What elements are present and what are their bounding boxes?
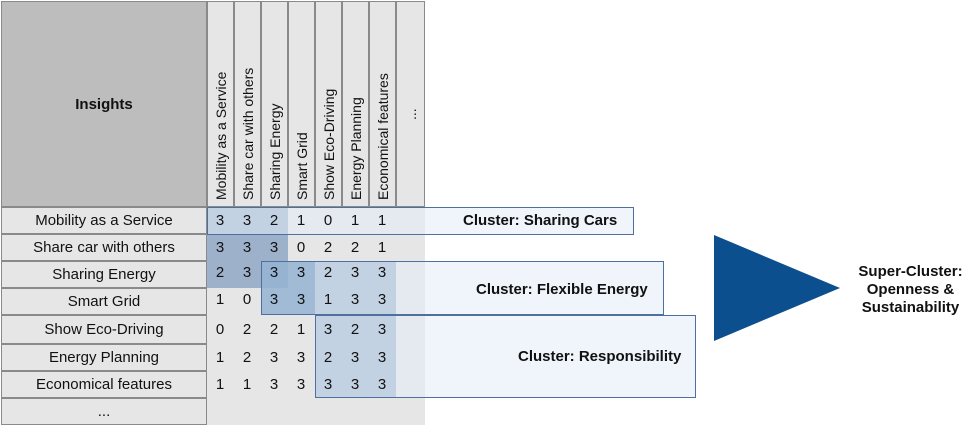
matrix-cell-value: 3 (296, 349, 306, 366)
matrix-cell-value: 1 (215, 291, 225, 308)
super-cluster-line3: Sustainability (861, 299, 960, 316)
column-header: Sharing Energy (261, 1, 288, 207)
super-cluster-line1: Super-Cluster: (858, 263, 963, 280)
column-header-label: Share car with others (239, 67, 256, 200)
matrix-cell-value: 3 (215, 239, 225, 256)
column-header-label: Economical features (374, 73, 391, 200)
column-header-label: Smart Grid (293, 132, 310, 200)
matrix-cell-value: 3 (377, 376, 387, 393)
row-header: Energy Planning (1, 344, 207, 371)
matrix-cell-value: 3 (323, 321, 333, 338)
matrix-cell-value: 2 (269, 212, 279, 229)
matrix-cell-value: 3 (242, 239, 252, 256)
matrix-cell-value: 2 (350, 239, 360, 256)
matrix-cell-value: 3 (350, 291, 360, 308)
matrix-cell-value: 3 (350, 376, 360, 393)
row-header: Smart Grid (1, 288, 207, 315)
matrix-cell-value: 3 (296, 264, 306, 281)
column-header: ... (396, 1, 425, 207)
row-header: Show Eco-Driving (1, 315, 207, 344)
matrix-cell-value: 3 (269, 291, 279, 308)
matrix-cell-value: 2 (269, 321, 279, 338)
column-header-label: Energy Planning (347, 97, 364, 200)
matrix-cell-value: 1 (296, 212, 306, 229)
column-header: Mobility as a Service (207, 1, 234, 207)
row-header: ... (1, 398, 207, 425)
column-header: Economical features (369, 1, 396, 207)
cluster-box-responsibility (315, 315, 696, 398)
matrix-cell-value: 1 (296, 321, 306, 338)
matrix-cell-value: 2 (323, 349, 333, 366)
matrix-cell-value: 3 (269, 376, 279, 393)
matrix-cell-value: 3 (377, 349, 387, 366)
matrix-cell-value: 3 (269, 239, 279, 256)
column-header-label: Show Eco-Driving (320, 88, 337, 200)
super-cluster-label: Super-Cluster: Openness & Sustainability (843, 263, 978, 317)
row-header-label: ... (97, 403, 111, 420)
matrix-cell-value: 2 (215, 264, 225, 281)
matrix-cell-value: 0 (296, 239, 306, 256)
cluster-box-flexible-energy (261, 261, 664, 315)
matrix-cell-value: 3 (269, 349, 279, 366)
matrix-cell-value: 1 (323, 291, 333, 308)
matrix-cell-value: 2 (242, 349, 252, 366)
matrix-cell-value: 1 (215, 376, 225, 393)
matrix-cell-value: 2 (323, 239, 333, 256)
matrix-cell-value: 1 (350, 212, 360, 229)
row-header: Share car with others (1, 234, 207, 261)
row-header-label: Mobility as a Service (35, 212, 173, 229)
matrix-cell-value: 2 (242, 321, 252, 338)
matrix-cell-value: 2 (350, 321, 360, 338)
insights-label: Insights (75, 95, 133, 113)
matrix-cell-value: 1 (215, 349, 225, 366)
matrix-cell-value: 1 (242, 376, 252, 393)
row-header-label: Show Eco-Driving (44, 321, 164, 338)
matrix-cell-value: 1 (377, 212, 387, 229)
matrix-cell-value: 3 (296, 376, 306, 393)
column-header: Energy Planning (342, 1, 369, 207)
matrix-cell-value: 3 (242, 212, 252, 229)
row-header: Mobility as a Service (1, 207, 207, 234)
cluster-label-responsibility: Cluster: Responsibility (518, 348, 682, 365)
right-triangle-arrow-icon (714, 235, 840, 341)
cluster-label-sharing-cars: Cluster: Sharing Cars (463, 212, 618, 229)
column-header: Smart Grid (288, 1, 315, 207)
matrix-cell-value: 3 (377, 321, 387, 338)
cluster-label-flexible-energy: Cluster: Flexible Energy (476, 281, 648, 298)
row-header: Economical features (1, 371, 207, 398)
matrix-cell-value: 3 (350, 264, 360, 281)
column-header: Show Eco-Driving (315, 1, 342, 207)
matrix-cell-value: 1 (377, 239, 387, 256)
matrix-cell-value: 0 (242, 291, 252, 308)
matrix-cell-value: 3 (377, 264, 387, 281)
matrix-cell-value: 3 (296, 291, 306, 308)
matrix-cell-value: 3 (350, 349, 360, 366)
column-header-label: ... (402, 108, 419, 120)
column-header-label: Sharing Energy (266, 103, 283, 200)
matrix-cell-value: 3 (215, 212, 225, 229)
row-header-label: Economical features (36, 376, 172, 393)
matrix-cell-value: 3 (377, 291, 387, 308)
row-header-label: Smart Grid (67, 293, 141, 310)
matrix-cell-value: 3 (242, 264, 252, 281)
cluster-box-sharing-cars (207, 207, 634, 235)
row-header-label: Sharing Energy (52, 266, 156, 283)
row-header-label: Share car with others (33, 239, 175, 256)
matrix-cell-value: 0 (215, 321, 225, 338)
column-header-label: Mobility as a Service (212, 71, 229, 200)
row-header-label: Energy Planning (48, 349, 160, 366)
matrix-cell-value: 0 (323, 212, 333, 229)
insights-header: Insights (1, 1, 207, 207)
super-cluster-line2: Openness & (866, 281, 955, 298)
row-header: Sharing Energy (1, 261, 207, 288)
matrix-cell-value: 3 (269, 264, 279, 281)
matrix-cell-value: 2 (323, 264, 333, 281)
column-header: Share car with others (234, 1, 261, 207)
matrix-cell-value: 3 (323, 376, 333, 393)
